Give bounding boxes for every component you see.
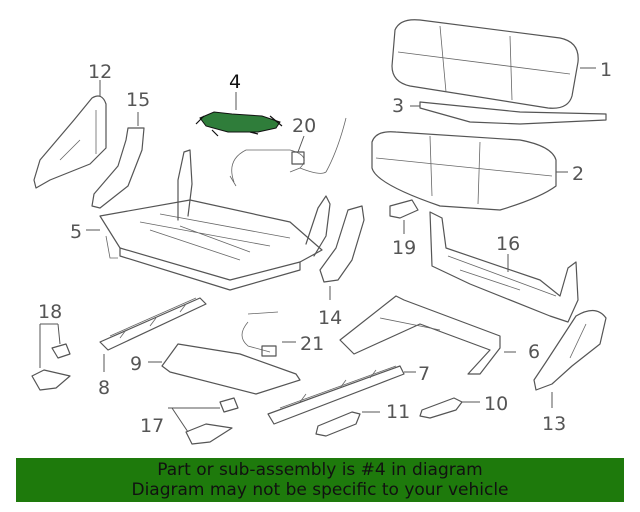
banner-line-1: Part or sub-assembly is #4 in diagram (157, 460, 483, 480)
callout-8: 8 (98, 377, 110, 399)
part-15-bracket (91, 127, 145, 209)
callout-16: 16 (496, 233, 520, 255)
callout-3: 3 (392, 95, 404, 117)
part-18-covers (31, 343, 71, 391)
callout-2: 2 (572, 163, 584, 185)
part-19-clip (389, 199, 419, 219)
part-3-panel (419, 101, 607, 125)
banner-line-2: Diagram may not be specific to your vehi… (131, 480, 509, 500)
callout-9: 9 (130, 353, 142, 375)
callout-21: 21 (300, 333, 324, 355)
callout-6: 6 (528, 341, 540, 363)
callout-14: 14 (318, 307, 342, 329)
callout-10: 10 (484, 393, 508, 415)
callout-19: 19 (392, 237, 416, 259)
callout-15: 15 (126, 89, 150, 111)
part-14-side-bracket (319, 205, 365, 283)
part-12-side-trim (33, 95, 107, 189)
callout-5: 5 (70, 221, 82, 243)
callout-13: 13 (542, 413, 566, 435)
part-16-back-frame (429, 211, 579, 323)
part-13-side-shield (533, 309, 607, 391)
part-5-seat-frame (99, 149, 331, 291)
part-11-handle (315, 411, 361, 437)
callout-1: 1 (600, 59, 612, 81)
part-7-seat-track (267, 365, 405, 425)
part-20-wiring (229, 117, 347, 187)
part-17-covers (185, 397, 239, 445)
callout-12: 12 (88, 61, 112, 83)
part-4-highlighted-assembly (195, 111, 283, 137)
callout-11: 11 (386, 401, 410, 423)
part-1-seatback-cushion (391, 19, 579, 109)
info-banner: Part or sub-assembly is #4 in diagram Di… (16, 458, 624, 502)
callout-4: 4 (229, 71, 241, 93)
callout-17: 17 (140, 415, 164, 437)
part-2-seat-cushion (371, 131, 557, 211)
part-6-lower-rail (339, 295, 501, 375)
part-9-wire-frame (161, 343, 301, 395)
callout-18: 18 (38, 301, 62, 323)
part-8-seat-track (99, 297, 207, 351)
part-21-connector (241, 311, 279, 357)
callout-7: 7 (418, 363, 430, 385)
part-10-handle-cover (419, 397, 463, 419)
callout-20: 20 (292, 115, 316, 137)
